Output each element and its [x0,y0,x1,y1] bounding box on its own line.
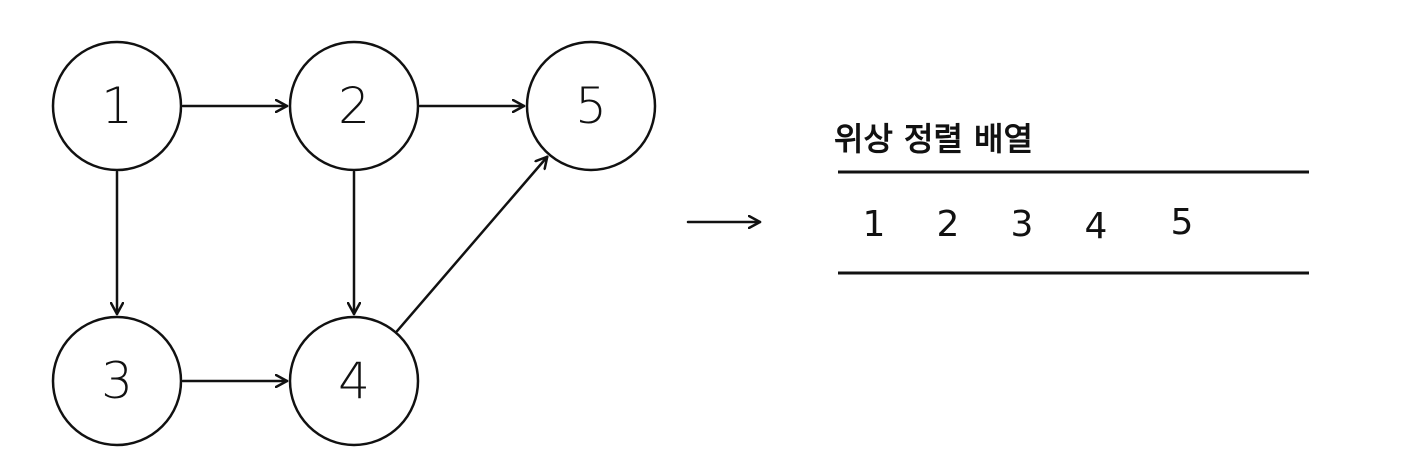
node-5: 5 [525,40,657,172]
node-2-label: 2 [338,77,370,135]
node-3-label: 3 [101,352,133,410]
node-1: 1 [51,40,183,172]
edge-4-5 [395,155,549,333]
graph-edges [117,106,549,381]
node-4: 4 [288,315,420,447]
node-1-label: 1 [101,77,133,135]
topological-array: 위상 정렬 배열 1 2 3 4 5 [834,120,1309,275]
sequence-item-1: 1 [863,204,886,245]
node-4-label: 4 [338,352,370,410]
sequence-item-2: 2 [937,204,960,245]
sequence-item-5: 5 [1171,202,1194,243]
array-title: 위상 정렬 배열 [834,120,1033,158]
node-3: 3 [51,315,183,447]
sequence-item-4: 4 [1085,206,1108,247]
graph-nodes: 1 2 5 3 4 [51,40,657,447]
node-5-label: 5 [575,77,607,135]
sequence-item-3: 3 [1011,204,1034,245]
node-2: 2 [288,40,420,172]
